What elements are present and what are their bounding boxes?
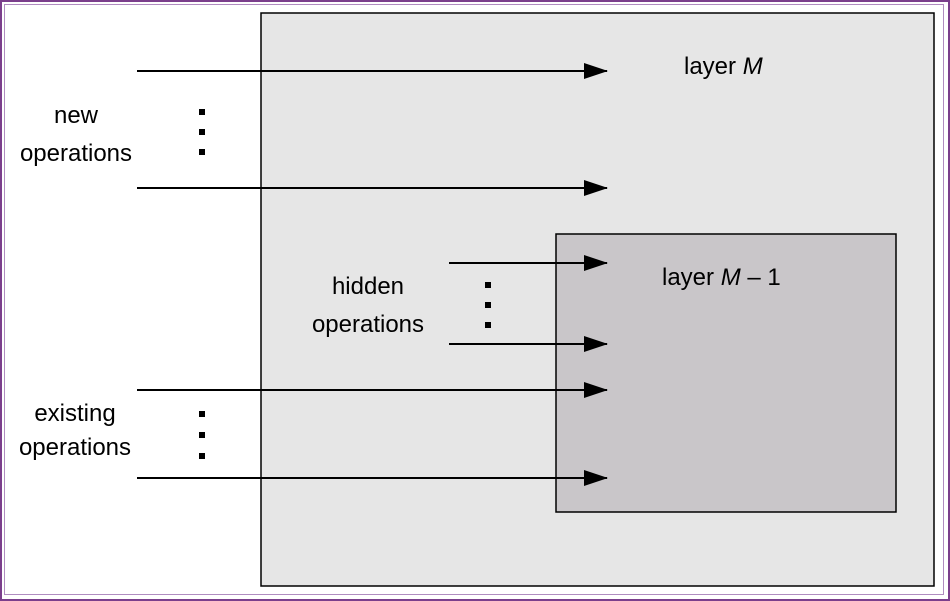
inner-frame (4, 4, 944, 595)
layer-m-label: layer M (684, 53, 763, 81)
hidden-operations-ellipsis (485, 282, 491, 328)
existing-operations-ellipsis (199, 411, 205, 459)
hidden-operations-line2: operations (311, 311, 425, 338)
layer-m-minus-1-box (555, 233, 897, 513)
new-operations-ellipsis (199, 109, 205, 155)
new-operations-label: new operations (8, 102, 144, 168)
new-operations-line2: operations (19, 140, 133, 167)
layer-m-minus-1-variable: M (720, 264, 741, 291)
new-operations-line1: new (53, 102, 99, 129)
layer-m-prefix: layer (684, 53, 743, 80)
hidden-operations-label: hidden operations (300, 273, 436, 339)
layer-m-variable: M (742, 53, 763, 80)
layer-m-minus-1-label: layer M – 1 (662, 264, 781, 292)
layer-m-minus-1-prefix: layer (662, 264, 721, 291)
layer-m-minus-1-suffix: – 1 (740, 264, 781, 291)
existing-operations-line2: operations (18, 434, 132, 461)
existing-operations-label: existing operations (6, 400, 144, 462)
hidden-operations-line1: hidden (331, 273, 405, 300)
existing-operations-line1: existing (34, 400, 116, 427)
